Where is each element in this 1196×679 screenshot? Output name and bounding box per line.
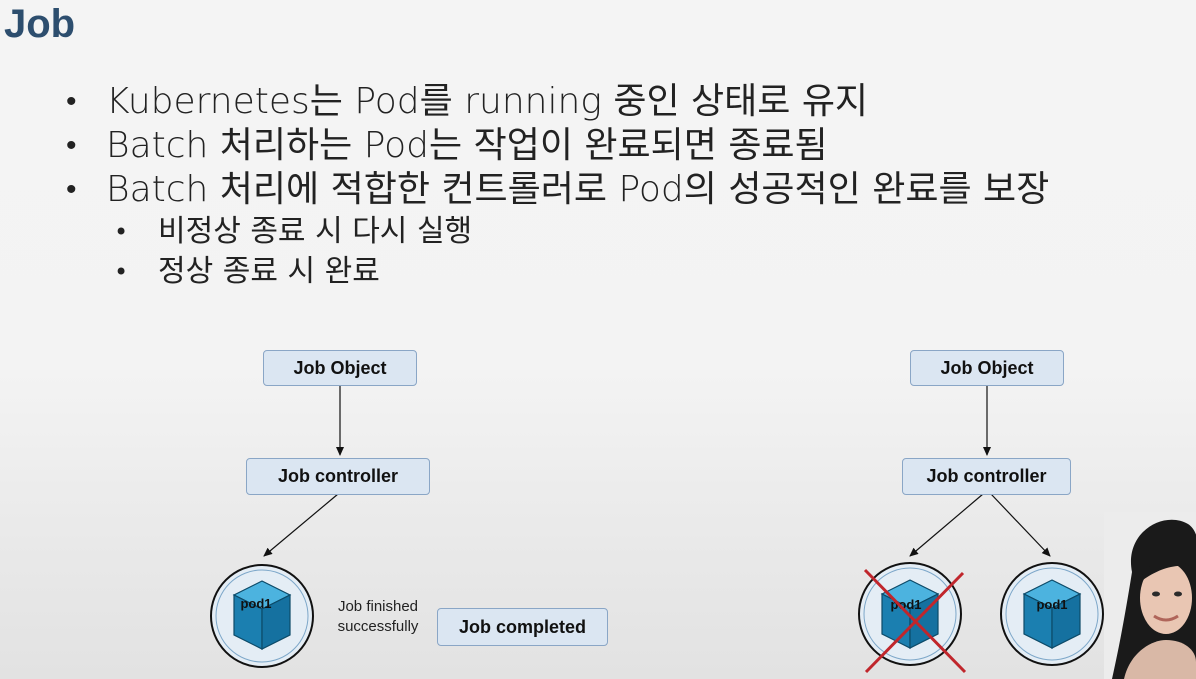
pod-cube-icon — [233, 580, 291, 650]
pod-new-label: pod1 — [1036, 597, 1067, 612]
pod-left-label: pod1 — [240, 596, 271, 611]
pod-failed: pod1 — [858, 562, 967, 674]
pod-failed-label: pod1 — [890, 597, 921, 612]
bullet-3: Batch 처리에 적합한 컨트롤러로 Pod의 성공적인 완료를 보장 — [60, 168, 1049, 212]
presenter-avatar-image — [1104, 512, 1196, 679]
caption-line-1: Job finished — [337, 598, 419, 615]
bullet-list: Kubernetes는 Pod를 running 중인 상태로 유지 Batch… — [60, 80, 1049, 292]
job-finished-caption: Job finished successfully — [328, 597, 428, 637]
job-completed-box: Job completed — [437, 608, 608, 646]
sub-bullet-2: 정상 종료 시 완료 — [60, 252, 1049, 292]
arrow-controller-to-failed-pod — [909, 493, 984, 557]
arrow-controller-to-pod-left — [263, 493, 339, 557]
pod-new: pod1 — [1000, 562, 1104, 666]
slide-title: Job — [4, 2, 76, 46]
job-object-box-right: Job Object — [910, 350, 1064, 386]
presenter-avatar — [1104, 512, 1196, 679]
sub-bullet-1: 비정상 종료 시 다시 실행 — [60, 212, 1049, 252]
job-controller-box-left: Job controller — [246, 458, 430, 495]
pod-left: pod1 — [210, 564, 314, 668]
arrow-controller-to-new-pod — [990, 493, 1051, 557]
caption-line-2: successfully — [337, 618, 419, 635]
failure-cross-icon — [863, 568, 967, 674]
pod-cube-icon — [1023, 579, 1081, 649]
bullet-2: Batch 처리하는 Pod는 작업이 완료되면 종료됨 — [60, 124, 1049, 168]
job-object-box-left: Job Object — [263, 350, 417, 386]
job-controller-box-right: Job controller — [902, 458, 1071, 495]
bullet-1: Kubernetes는 Pod를 running 중인 상태로 유지 — [60, 80, 1049, 124]
